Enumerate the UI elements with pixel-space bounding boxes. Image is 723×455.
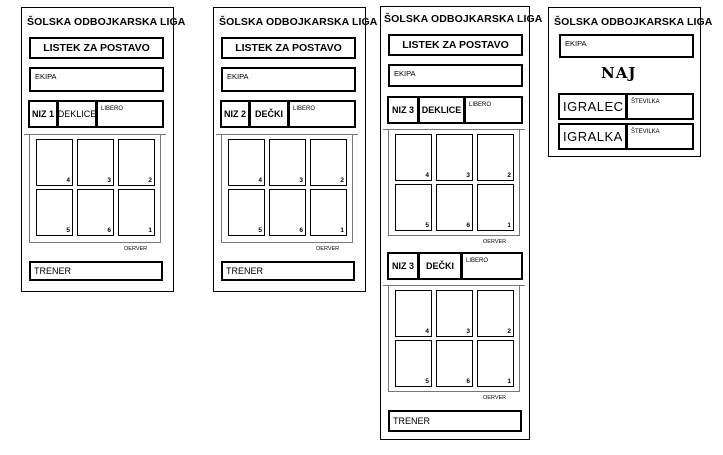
lineup-slip-header: LISTEK ZA POSTAVO xyxy=(388,34,523,56)
lineup-card-set-1: ŠOLSKA ODBOJKARSKA LIGA LISTEK ZA POSTAV… xyxy=(21,7,185,292)
best-player-card: ŠOLSKA ODBOJKARSKA LIGA EKIPA NAJ IGRALE… xyxy=(548,7,712,157)
team-field[interactable]: EKIPA xyxy=(221,67,356,92)
lineup-slip-header: LISTEK ZA POSTAVO xyxy=(29,37,164,59)
category-label: DEKLICE xyxy=(57,100,97,128)
set-number: NIZ 1 xyxy=(28,100,58,128)
team-field[interactable]: EKIPA xyxy=(388,64,523,87)
best-male-row: IGRALEC ŠTEVILKA xyxy=(558,93,694,120)
set-row: NIZ 1 DEKLICE LIBERO xyxy=(28,100,164,128)
lineup-slip-header: LISTEK ZA POSTAVO xyxy=(221,37,356,59)
best-heading: NAJ xyxy=(601,64,637,82)
team-field[interactable]: EKIPA xyxy=(559,34,694,58)
court-grid: 4 3 2 5 6 1 xyxy=(216,134,358,243)
team-field[interactable]: EKIPA xyxy=(29,67,164,92)
league-title: ŠOLSKA ODBOJKARSKA LIGA xyxy=(27,16,186,28)
best-female-row: IGRALKA ŠTEVILKA xyxy=(558,123,694,150)
libero-field[interactable]: LIBERO xyxy=(288,100,356,128)
court-grid-boys: 4 3 2 5 6 1 xyxy=(383,285,525,392)
position-1[interactable]: 1 xyxy=(477,184,514,231)
best-male-label: IGRALEC xyxy=(558,93,627,120)
position-5[interactable]: 5 xyxy=(228,189,265,236)
position-4[interactable]: 4 xyxy=(228,139,265,186)
set-number: NIZ 2 xyxy=(220,100,250,128)
position-2[interactable]: 2 xyxy=(477,134,514,181)
position-6[interactable]: 6 xyxy=(436,184,473,231)
category-label: DEČKI xyxy=(418,252,462,280)
court-grid: 4 3 2 5 6 1 xyxy=(24,134,166,243)
position-6[interactable]: 6 xyxy=(269,189,306,236)
position-2[interactable]: 2 xyxy=(310,139,347,186)
position-6[interactable]: 6 xyxy=(77,189,114,236)
set-number: NIZ 3 xyxy=(387,96,419,124)
set-row: NIZ 2 DEČKI LIBERO xyxy=(220,100,356,128)
position-3[interactable]: 3 xyxy=(269,139,306,186)
category-label: DEKLICE xyxy=(418,96,465,124)
position-2[interactable]: 2 xyxy=(477,290,514,337)
position-2[interactable]: 2 xyxy=(118,139,155,186)
server-label: OERVER xyxy=(483,395,507,401)
coach-field[interactable]: TRENER xyxy=(221,261,355,281)
position-5[interactable]: 5 xyxy=(395,340,432,387)
set-row-girls: NIZ 3 DEKLICE LIBERO xyxy=(387,96,523,124)
position-5[interactable]: 5 xyxy=(395,184,432,231)
best-male-number-field[interactable]: ŠTEVILKA xyxy=(626,93,694,120)
set-row-boys: NIZ 3 DEČKI LIBERO xyxy=(387,252,523,280)
league-title: ŠOLSKA ODBOJKARSKA LIGA xyxy=(219,16,378,28)
position-4[interactable]: 4 xyxy=(36,139,73,186)
league-title: ŠOLSKA ODBOJKARSKA LIGA xyxy=(554,16,713,28)
position-4[interactable]: 4 xyxy=(395,134,432,181)
position-3[interactable]: 3 xyxy=(436,290,473,337)
position-4[interactable]: 4 xyxy=(395,290,432,337)
server-label: OERVER xyxy=(483,239,507,245)
best-female-number-field[interactable]: ŠTEVILKA xyxy=(626,123,694,150)
category-label: DEČKI xyxy=(249,100,289,128)
league-title: ŠOLSKA ODBOJKARSKA LIGA xyxy=(384,13,543,25)
libero-field[interactable]: LIBERO xyxy=(461,252,523,280)
position-3[interactable]: 3 xyxy=(77,139,114,186)
set-number: NIZ 3 xyxy=(387,252,419,280)
lineup-card-set-2: ŠOLSKA ODBOJKARSKA LIGA LISTEK ZA POSTAV… xyxy=(213,7,377,292)
libero-field[interactable]: LIBERO xyxy=(464,96,523,124)
libero-field[interactable]: LIBERO xyxy=(96,100,164,128)
position-1[interactable]: 1 xyxy=(310,189,347,236)
server-label: OERVER xyxy=(124,246,148,252)
position-6[interactable]: 6 xyxy=(436,340,473,387)
court-grid-girls: 4 3 2 5 6 1 xyxy=(383,129,525,236)
position-3[interactable]: 3 xyxy=(436,134,473,181)
lineup-card-set-3: ŠOLSKA ODBOJKARSKA LIGA LISTEK ZA POSTAV… xyxy=(380,6,542,440)
coach-field[interactable]: TRENER xyxy=(29,261,163,281)
position-1[interactable]: 1 xyxy=(477,340,514,387)
position-1[interactable]: 1 xyxy=(118,189,155,236)
server-label: OERVER xyxy=(316,246,340,252)
position-5[interactable]: 5 xyxy=(36,189,73,236)
coach-field[interactable]: TRENER xyxy=(388,410,522,432)
best-female-label: IGRALKA xyxy=(558,123,627,150)
